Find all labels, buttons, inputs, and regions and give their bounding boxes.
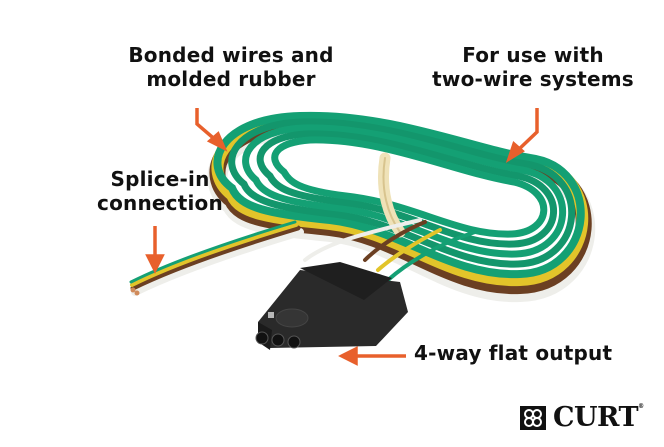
- brand-name: CURT®: [553, 402, 644, 433]
- callout-line: molded rubber: [146, 66, 316, 91]
- arrow-icon: [145, 226, 165, 274]
- registered-mark: ®: [638, 403, 644, 410]
- callout-line: two-wire systems: [432, 66, 634, 91]
- arrow-icon: [338, 346, 406, 366]
- arrow-icon: [195, 108, 228, 152]
- arrow-icon: [505, 108, 539, 164]
- callout-two-wire-systems: For use with two-wire systems: [420, 43, 646, 91]
- 4-way-flat-connector: [255, 262, 408, 350]
- brand-name-text: CURT: [553, 402, 639, 433]
- brand-logo: CURT®: [519, 404, 644, 431]
- curt-logo-icon: [520, 405, 546, 430]
- callout-line: connection: [97, 190, 223, 215]
- splice-lead: [129, 220, 304, 296]
- callout-line: For use with: [462, 43, 604, 67]
- callout-bonded-wires: Bonded wires and molded rubber: [120, 43, 342, 91]
- callout-line: Splice-in: [110, 167, 210, 191]
- separated-wires: [303, 218, 477, 282]
- wire-coil: [207, 111, 596, 303]
- callout-line: 4-way flat output: [414, 341, 613, 365]
- callout-splice-in: Splice-in connection: [90, 167, 230, 215]
- callout-line: Bonded wires and: [128, 43, 334, 67]
- callout-flat-output: 4-way flat output: [414, 341, 634, 366]
